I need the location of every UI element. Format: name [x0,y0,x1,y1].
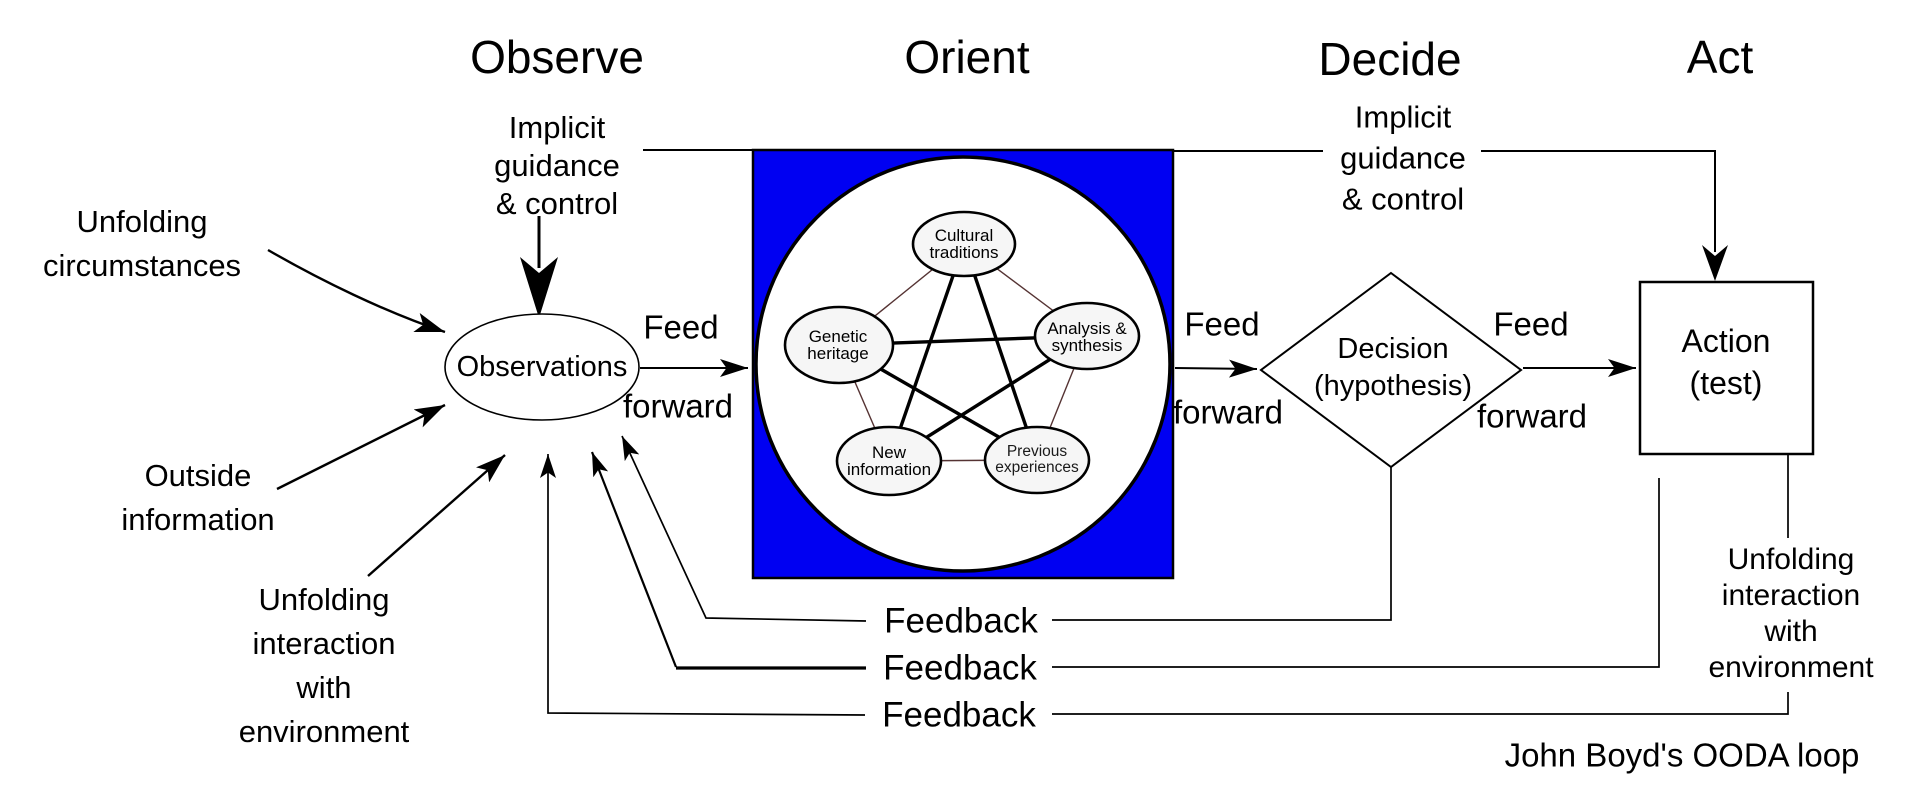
phase-title-decide: Decide [1318,32,1462,85]
decision-label: Decision(hypothesis) [1314,333,1472,402]
action-node [1638,280,1815,456]
outside-information-label: Outside information [121,458,275,537]
input-arrows [267,248,506,577]
implicit-guidance-label-left: Implicit guidance & control [494,110,620,221]
analysis-synthesis-label: Analysis &synthesis [1047,319,1127,355]
unfolding-circumstances-arrow [267,248,446,334]
feed-label-3: Feed [1493,305,1569,343]
feedback-path-3 [540,454,1789,716]
analysis-synthesis-node [1033,301,1141,371]
implicit-guidance-line [643,149,1716,252]
implicit-right-arrowhead-icon [1702,245,1728,281]
implicit-guidance-label-right: Implicit guidance & control [1340,99,1466,217]
action-label: Action(test) [1681,323,1771,401]
new-information-node [835,425,943,497]
genetic-heritage-node [783,305,895,385]
implicit-left-arrowhead-icon [520,257,558,318]
outside-information-arrow [276,403,446,491]
observations-label: Observations [456,350,628,383]
unfolding-circumstances-label: Unfolding circumstances [42,204,242,283]
phase-title-observe: Observe [470,30,644,83]
orient-node-ellipses [783,210,1141,497]
feedback-label-2: Feedback [883,648,1037,688]
previous-experiences-node [983,425,1091,495]
unfolding-interaction-arrow [367,454,506,577]
feed-forward-arrow-2 [1174,359,1258,378]
feed-label-2: Feed [1184,305,1260,343]
observations-node [444,313,640,421]
feedback-label-1: Feedback [884,601,1038,641]
cultural-traditions-node [911,210,1017,278]
phase-title-orient: Orient [904,30,1030,83]
feedback-path-2 [590,451,1660,670]
forward-label-3: forward [1476,397,1588,435]
phase-title-act: Act [1686,30,1754,83]
forward-label-1: forward [622,387,734,425]
feedback-path-1 [621,435,1392,622]
unfolding-interaction-right-label: Unfolding interaction with environment [1708,543,1874,684]
feed-forward-arrows [640,359,1636,378]
feedback-label-3: Feedback [882,695,1036,735]
unfolding-interaction-label: Unfolding interaction with environment [238,582,410,749]
diagram-caption: John Boyd's OODA loop [1504,736,1860,774]
forward-label-2: forward [1172,393,1284,431]
feed-label-1: Feed [643,308,719,346]
